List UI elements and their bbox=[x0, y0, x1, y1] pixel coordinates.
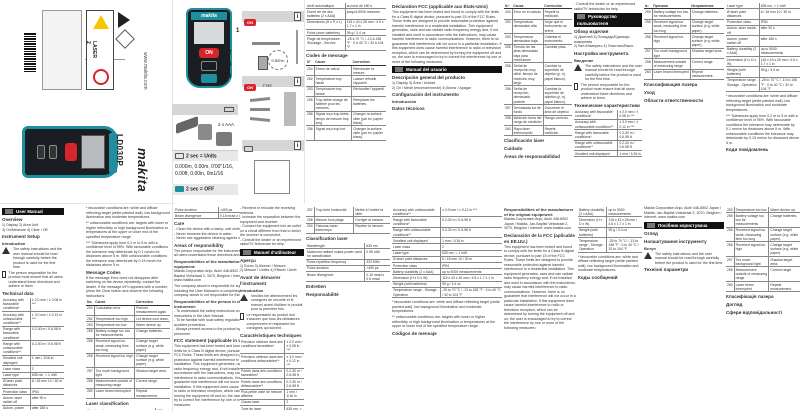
tech-table-en: Accuracy with favourable conditions*± 2.… bbox=[2, 297, 64, 410]
on-button: ON bbox=[199, 48, 219, 58]
laser-label: LASER 2 bbox=[85, 10, 114, 90]
warning-icon bbox=[2, 247, 10, 254]
manual-icon bbox=[240, 312, 244, 320]
laser-beam bbox=[252, 42, 280, 45]
device-side bbox=[258, 56, 268, 70]
battery-diagram bbox=[42, 10, 125, 90]
ru-column-1: - Consult the dealer or an experienced r… bbox=[574, 2, 642, 158]
uk-column-1: Makita Corporation Anjo, Aichi 446-8502 … bbox=[644, 206, 724, 272]
device-back-icon bbox=[216, 132, 232, 146]
es-column-4: Responsibilities of the manufacturer of … bbox=[504, 207, 576, 330]
units-row: 2 sec = Units bbox=[172, 150, 238, 161]
on-key-icon: ON bbox=[244, 84, 256, 91]
tech-table-fr: Précision obtenue dans des conditions fa… bbox=[240, 339, 304, 410]
unit-key-icon bbox=[244, 145, 253, 152]
wall bbox=[296, 30, 298, 64]
callout-3: 3 bbox=[228, 62, 232, 68]
laser-warning-icon bbox=[93, 15, 109, 29]
section-header-ru: Руководство пользователя bbox=[574, 13, 642, 27]
target-wall bbox=[284, 92, 296, 126]
device-figure: makita ON bbox=[186, 8, 232, 88]
clear-key-icon bbox=[175, 186, 184, 192]
callout-1: 1 bbox=[236, 28, 240, 34]
tech-table-ru: Accuracy with favourable conditions*± 2.… bbox=[574, 109, 642, 158]
caution-triangle-icon bbox=[118, 12, 130, 28]
battery-header-bar bbox=[172, 104, 238, 115]
figure-panel: makita ON 1 2 3 4 2 x AAA 2 sec = Units … bbox=[172, 0, 304, 203]
tech-table-ru-cont: Battery durability (2 x AAA)up to 5000 m… bbox=[578, 207, 642, 253]
manual-icon bbox=[574, 82, 578, 90]
section-header-en: User Manual bbox=[2, 208, 64, 215]
section-header-es: Manual del usuario bbox=[392, 66, 502, 73]
en-column-2: * favourable conditions are: white and d… bbox=[86, 206, 170, 410]
laser-class-label: LASER 2 bbox=[85, 41, 97, 58]
barcode-icon bbox=[24, 32, 36, 72]
section-header-uk: Посібник користувача bbox=[644, 221, 724, 229]
distance-callout: 0.5/0'm bbox=[268, 50, 288, 70]
callout-4: 4 bbox=[228, 74, 232, 80]
tech-table-es: Accuracy with unfavourable conditions**±… bbox=[392, 207, 502, 299]
clear-off-button bbox=[201, 74, 217, 83]
fr-column-1b: - Reorient or relocate the receiving ant… bbox=[240, 206, 304, 410]
info-icon: i bbox=[294, 141, 301, 150]
warning-icon bbox=[240, 293, 248, 301]
unit-button bbox=[201, 61, 217, 71]
website-text: www.makita.com bbox=[142, 52, 148, 90]
continuous-header: ON 2 sec i bbox=[242, 76, 304, 91]
battery-icon bbox=[224, 107, 234, 112]
battery-count: 2 x AAA bbox=[218, 122, 235, 127]
brand-logo: makita bbox=[135, 148, 150, 193]
manual-icon bbox=[2, 270, 6, 278]
es-column-1: Déclaration FCC (applicable aux États-Un… bbox=[392, 4, 502, 111]
fold-line bbox=[304, 0, 305, 203]
display bbox=[194, 22, 224, 44]
device-back-icon bbox=[198, 124, 212, 140]
units-values: 0.000m, 0.00m, 0'00"1/16, 0.00ft, 0.00in… bbox=[175, 164, 234, 177]
on-key-icon: ON bbox=[244, 19, 256, 26]
en-column-1: User Manual Overview 1) Display 2) Area … bbox=[2, 206, 64, 410]
read-manual-icon bbox=[115, 29, 135, 49]
unit-key-icon bbox=[175, 153, 184, 159]
device-illustration bbox=[22, 126, 118, 178]
no-eye-exposure-icon bbox=[93, 69, 109, 85]
room-diagram bbox=[254, 160, 290, 194]
area-header: i bbox=[242, 140, 304, 152]
callout-2: 2 bbox=[228, 50, 232, 56]
fold-line bbox=[0, 203, 175, 204]
fold-line bbox=[172, 0, 173, 412]
section-header-fr: Manuel d'utilisateur bbox=[240, 248, 304, 256]
battery-cover-icon bbox=[176, 115, 198, 135]
es-column-2: Accuracy with unfavourable conditions**±… bbox=[392, 207, 502, 336]
measure-header: ON i bbox=[242, 11, 304, 26]
warning-icon bbox=[644, 251, 652, 259]
warning-icon bbox=[574, 63, 582, 71]
cover-panel: LASER 2 www.makita.com LD030P makita bbox=[0, 0, 172, 203]
info-icon: i bbox=[294, 12, 301, 21]
model-number: LD030P bbox=[115, 134, 124, 167]
device-brand: makita bbox=[191, 12, 227, 20]
info-icon: i bbox=[294, 77, 301, 86]
off-row: 2 sec = OFF bbox=[172, 184, 238, 195]
ru-column-2: Battery durability (2 x AAA)up to 5000 m… bbox=[578, 206, 642, 410]
